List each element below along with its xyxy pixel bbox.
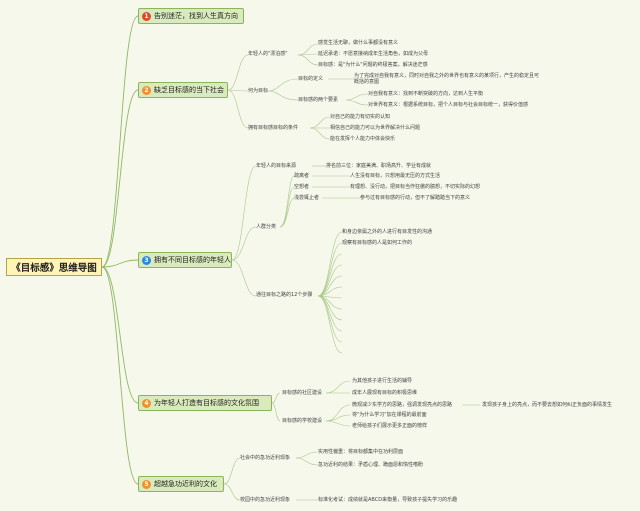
- node-3c2[interactable]: 观察有目标感的人是如何工作的: [342, 240, 413, 246]
- node-3b3a[interactable]: 参与过有目标感的行动，但不了解踏踏当下的意义: [360, 195, 471, 201]
- node-2c[interactable]: 拥有目标感目标的条件: [248, 125, 299, 131]
- trunk-1: [101, 15, 139, 268]
- topic-5[interactable]: 5 超越急功近利的文化: [138, 476, 224, 492]
- node-3c[interactable]: 通往目标之路的12个步骤: [256, 292, 313, 298]
- topic-5-label: 超越急功近利的文化: [154, 480, 217, 488]
- node-4a1[interactable]: 为其他孩子进行生活的辅导: [352, 378, 413, 384]
- node-5a1[interactable]: 实用性偏重：将目标都集中在功利层面: [318, 449, 404, 455]
- number-icon-4: 4: [142, 398, 151, 408]
- root-title: 《目标感》思维导图: [11, 263, 97, 274]
- topic-3-label: 拥有不同目标感的年轻人: [154, 256, 231, 264]
- node-5b[interactable]: 校园中的急功近利现象: [240, 497, 291, 503]
- number-icon-2: 2: [142, 85, 151, 95]
- trunk-5: [101, 266, 139, 485]
- node-3b1[interactable]: 疏离者: [294, 173, 310, 179]
- node-2a2[interactable]: 延迟承诺：不愿意接纳成年生活角色，如成为父母: [318, 51, 429, 57]
- number-icon-5: 5: [142, 479, 151, 489]
- node-4b1[interactable]: 微观减少东学方的思路，强调发现亮点的思路: [352, 402, 453, 408]
- node-5a2[interactable]: 急功近利的结果：矛盾心理、跪面恩和惰性嗜盼: [318, 462, 424, 468]
- node-4a[interactable]: 目标感的社区建设: [282, 390, 323, 396]
- topic-1-label: 告别迷茫，找到人生真方向: [154, 12, 238, 20]
- node-2b2a[interactable]: 对自我有意义：找到不断突破的方向，达到人生平衡: [368, 91, 484, 97]
- topic-3[interactable]: 3 拥有不同目标感的年轻人: [138, 252, 232, 268]
- node-2b[interactable]: 何为目标: [248, 88, 269, 94]
- root-node[interactable]: 《目标感》思维导图: [6, 258, 102, 276]
- number-icon-3: 3: [142, 255, 151, 265]
- node-3b[interactable]: 人群分类: [256, 224, 277, 230]
- node-2c1[interactable]: 对自己的能力有切实的认知: [330, 114, 391, 120]
- trunk-2: [101, 89, 139, 268]
- node-4b[interactable]: 目标感的学校建设: [282, 418, 323, 424]
- trunk-4: [101, 266, 139, 404]
- topic-2-label: 缺乏目标感的当下社会: [154, 86, 224, 94]
- topic-2[interactable]: 2 缺乏目标感的当下社会: [138, 82, 228, 98]
- node-4b2[interactable]: 将"为什么学习"加在课程的最前面: [352, 412, 427, 418]
- node-3b2[interactable]: 空想者: [294, 184, 310, 190]
- node-3a[interactable]: 年轻人的目标来源: [256, 163, 297, 169]
- number-icon-1: 1: [142, 11, 151, 21]
- node-2a3[interactable]: 目标感：是"为什么"问题的终极答案，解决迷茫感: [318, 62, 428, 68]
- node-4a2[interactable]: 成年人展现有目标的积极思维: [352, 390, 418, 396]
- node-3a1[interactable]: 排名前三位：家庭美满、职场高升、学业有成就: [326, 163, 432, 169]
- node-3b1a[interactable]: 人生没有目标，只想用最无压的方式生活: [350, 173, 441, 179]
- trunk-3: [101, 259, 139, 268]
- node-2b1a[interactable]: 为了完成对自我有意义，同时对自我之外的世界也有意义的某项行，产生的稳定且可概括的…: [354, 73, 540, 85]
- node-3b3[interactable]: 浅尝辄止者: [294, 195, 320, 201]
- node-2a[interactable]: 年轻人的"漂泊感": [248, 51, 288, 57]
- node-5a[interactable]: 社会中的急功近利现象: [240, 455, 291, 461]
- topic-4[interactable]: 4 为年轻人打造有目标感的文化氛围: [138, 395, 272, 411]
- node-5b1[interactable]: 标准化考试：成绩就是ABCD来衡量，导致孩子提失学习的乐趣: [318, 497, 458, 503]
- node-3c1[interactable]: 和身边亲属之外的人进行有目发性的沟通: [342, 229, 433, 235]
- node-4b1a[interactable]: 发现孩子身上的亮点，而不要去想如何纠正负面的事情发生: [482, 402, 613, 408]
- node-2b1[interactable]: 目标的定义: [298, 76, 324, 82]
- topic-1[interactable]: 1 告别迷茫，找到人生真方向: [138, 8, 244, 24]
- node-2a1[interactable]: 感觉生活无聊，做什么事都没有意义: [318, 40, 399, 46]
- node-2b2[interactable]: 目标感的两个要素: [298, 97, 339, 103]
- node-3b2a[interactable]: 有理想、没行动，把目标当作狂傲的臆想，不切实际的幻想: [350, 184, 481, 190]
- node-2c3[interactable]: 能在发挥个人能力中体会快乐: [330, 136, 396, 142]
- topic-4-label: 为年轻人打造有目标感的文化氛围: [154, 399, 259, 407]
- node-4b3[interactable]: 老师给孩子们展示更多正面的榜样: [352, 423, 428, 429]
- node-2c2[interactable]: 相信自己的能力可以为世界解决什么问题: [330, 125, 421, 131]
- node-2b2b[interactable]: 对世界有意义：根据系统目标，把个人目标与社会目标统一，获得价值感: [368, 102, 529, 108]
